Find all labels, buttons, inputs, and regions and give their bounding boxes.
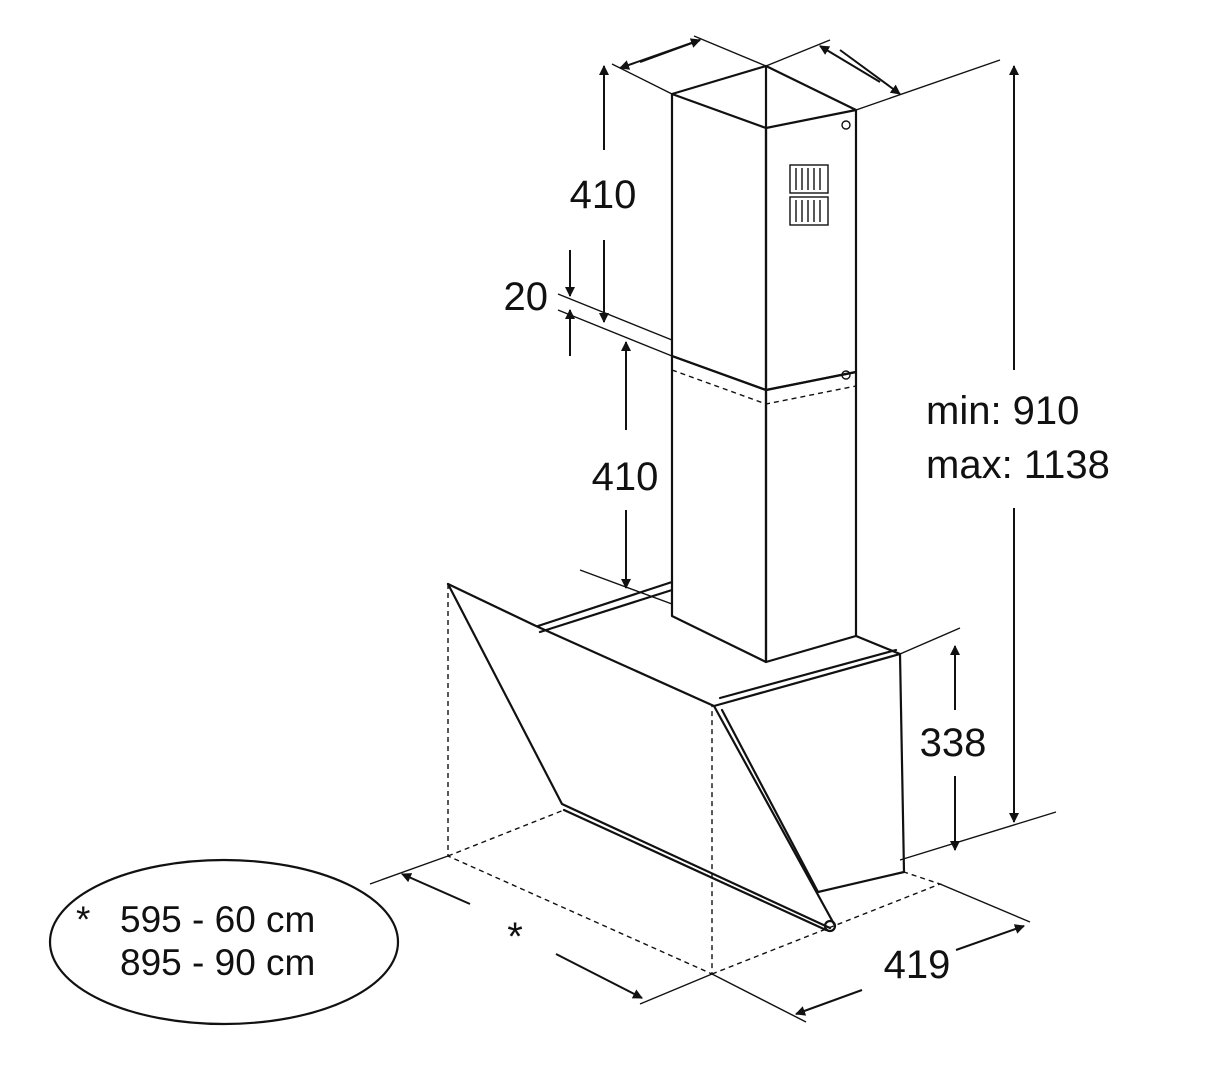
lower-height-label: 410 [592, 455, 659, 499]
overlap-label: 20 [504, 275, 549, 319]
dimension-depth: 419 [711, 883, 1031, 1023]
vent-grille-icon [789, 164, 829, 226]
width-note-line-2: 895 - 90 cm [120, 942, 315, 983]
upper-height-label: 410 [570, 173, 637, 217]
dimension-total-height: min: 910 max: 1138 [899, 65, 1110, 861]
body-height-label: 338 [920, 721, 987, 765]
dimension-overlap: 20 [504, 250, 673, 357]
width-note-asterisk: * [76, 899, 90, 940]
dimension-width: * [369, 855, 713, 1005]
total-height-max-label: max: 1138 [926, 443, 1110, 487]
dimension-chimney-lower: 410 [579, 341, 673, 605]
chimney-upper [670, 64, 858, 392]
width-marker: * [507, 915, 523, 959]
dimension-top-width [611, 35, 1001, 111]
width-note: * 595 - 60 cm 895 - 90 cm [48, 858, 400, 1026]
chimney-lower [670, 354, 858, 664]
depth-label: 419 [884, 943, 951, 987]
total-height-min-label: min: 910 [926, 389, 1079, 433]
width-note-line-1: 595 - 60 cm [120, 899, 315, 940]
dimension-body-height: 338 [899, 627, 987, 851]
dimension-chimney-upper: 410 [570, 65, 637, 323]
